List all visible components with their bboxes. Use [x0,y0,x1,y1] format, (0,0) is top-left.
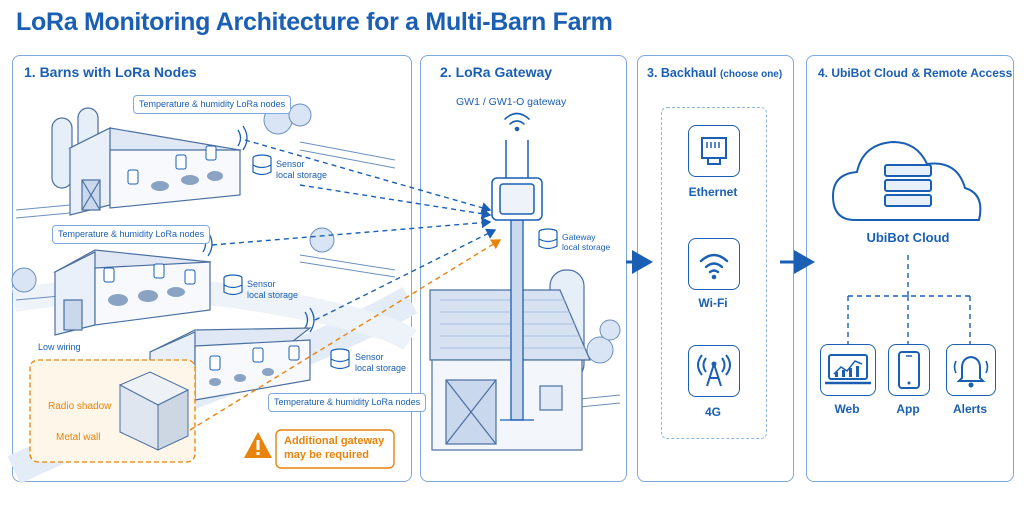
cloud-label: UbiBot Cloud [866,230,950,245]
sensor-storage-icon-3 [330,348,350,370]
barn-1-side [109,149,241,209]
gateway-panel-title: 2. LoRa Gateway [440,64,553,80]
metal-shed [118,371,190,451]
ethernet-label: Ethernet [688,185,738,199]
gateway-storage-label: Gateway local storage [562,232,611,253]
cellular-label: 4G [704,405,721,419]
warning-triangle-icon [244,432,272,458]
barn-3-animals [209,368,274,386]
backhaul-subtitle: (choose one) [719,69,783,80]
barn-2-animals [108,287,185,306]
low-wiring-label: Low wiring [38,342,81,352]
link-barn-1 [244,139,492,214]
link-barn-1b [299,184,492,220]
barn-2-nodes [103,263,196,285]
barn-1-signal [237,125,248,151]
warning-box [275,429,395,469]
web-label: Web [834,402,860,416]
cellular-tile [688,345,740,397]
sensor-storage-label-3: Sensor local storage [355,352,407,373]
gateway-device-icon [491,140,543,221]
smartphone-icon [898,351,920,389]
wifi-icon [699,253,729,280]
link-barn-3 [314,228,497,321]
cloud-links [847,255,971,344]
app-tile [888,344,930,396]
sensor-storage-label-2: Sensor local storage [247,279,299,300]
sensor-storage-label-1: Sensor local storage [276,159,328,180]
gateway-model-label: GW1 / GW1-O gateway [456,96,567,108]
web-tile [820,344,876,396]
cloud-panel-title: 4. UbiBot Cloud & Remote Access [818,66,1013,80]
sensor-storage-icon-2 [223,274,243,296]
link-shadow [189,239,502,431]
barns-panel-title: 1. Barns with LoRa Nodes [24,64,197,80]
silo-1 [51,117,73,189]
laptop-chart-icon [825,354,871,385]
ethernet-tile [688,125,740,177]
cell-tower-icon [697,354,731,387]
barn-2 [53,249,212,336]
backhaul-panel-title: 3. Backhaul (choose one) [647,66,782,80]
link-barn-2 [211,217,492,246]
barn-1-nodes [127,145,217,185]
barn-1 [51,107,242,216]
app-label: App [896,402,920,416]
backhaul-options-stack [661,107,767,439]
node-callout-2: Temperature & humidity LoRa nodes [52,225,211,244]
bell-icon [953,355,989,388]
metal-wall-label: Metal wall [56,432,101,443]
backhaul-title-text: 3. Backhaul [647,66,717,80]
cloud-panel [806,55,1014,482]
sensor-storage-icon-1 [252,154,272,176]
node-callout-1: Temperature & humidity LoRa nodes [133,95,292,114]
alerts-tile [946,344,996,396]
warning-text: Additional gateway may be required [284,435,385,461]
page-title: LoRa Monitoring Architecture for a Multi… [16,8,613,36]
wifi-tile [688,238,740,290]
cloud-server-icon [831,140,982,221]
node-callout-3: Temperature & humidity LoRa nodes [268,393,427,412]
gateway-barn [429,289,591,451]
wifi-label: Wi-Fi [698,296,728,310]
barn-1-animals [151,171,223,191]
barn-3-signal [304,307,315,333]
alerts-label: Alerts [952,402,987,416]
gateway-storage-icon [538,228,558,250]
barn-3-nodes [209,345,300,371]
gateway-wifi-icon [504,112,530,132]
radio-shadow-label: Radio shadow [48,401,112,412]
ethernet-port-icon [701,137,727,165]
